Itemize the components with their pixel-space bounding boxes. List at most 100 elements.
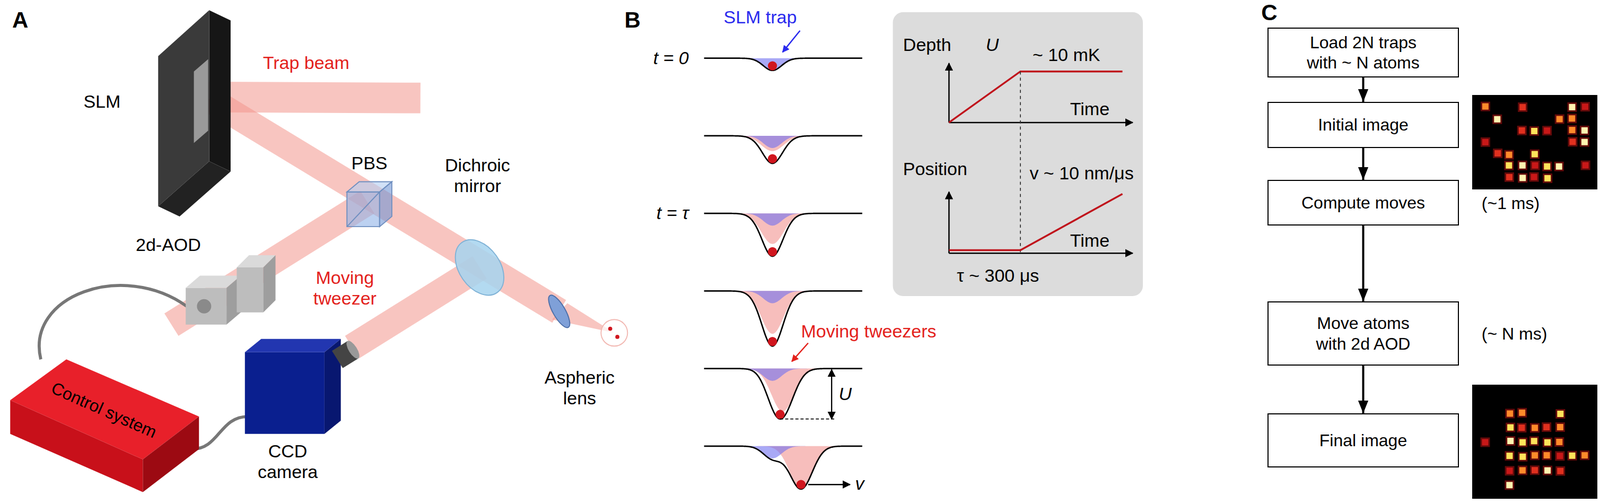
trap-label: Moving tweezers [800, 321, 937, 343]
aod [185, 255, 276, 325]
atom-signal [1506, 481, 1513, 488]
atom-signal [1569, 138, 1576, 145]
axis [948, 121, 1133, 124]
atom-glow [1492, 114, 1502, 125]
timing-note: (~ N ms) [1481, 324, 1548, 344]
flow-arrow [1362, 147, 1365, 180]
symbol-label: U [985, 34, 1000, 56]
atom-signal [1543, 451, 1551, 459]
slm-bottom [158, 161, 231, 217]
image-background [1472, 94, 1598, 190]
aod-aperture [196, 299, 212, 314]
camera-front [245, 352, 325, 434]
atom-signal [1568, 103, 1576, 111]
panel-letter: B [624, 7, 641, 33]
atom-signal [1518, 409, 1526, 416]
axis-label: Depth [903, 34, 952, 56]
total-potential [704, 135, 863, 164]
atom-signal [1519, 439, 1526, 446]
axis [948, 252, 1133, 255]
atom-glow [1529, 149, 1540, 160]
symbol-label: v [854, 473, 864, 494]
atom-glow [1555, 466, 1565, 476]
atom-signal [1555, 163, 1563, 170]
atom-signal [1518, 424, 1525, 431]
box-text: Compute moves [1301, 192, 1425, 213]
atom-signal [1581, 451, 1588, 459]
atom-glow [1504, 150, 1515, 160]
atom-signal [1531, 437, 1538, 444]
atom [608, 326, 613, 331]
atom [767, 154, 777, 164]
axis [948, 191, 950, 253]
atom [767, 60, 777, 71]
atom-glow [1529, 422, 1540, 433]
atom-glow [1542, 161, 1552, 172]
slm [158, 10, 231, 217]
atom-glow [1530, 160, 1541, 171]
tweezer-potential [704, 368, 863, 412]
process-box: Initial image [1267, 101, 1459, 148]
atom-glow [1529, 435, 1540, 446]
atom-glow [1516, 422, 1527, 433]
atom-glow [1542, 450, 1552, 460]
value-label: v ~ 10 nm/μs [1029, 163, 1134, 185]
box-text: Move atoms with 2d AOD [1299, 312, 1428, 354]
trap-beam [208, 97, 421, 99]
atom-glow [1517, 102, 1528, 112]
atom-glow [1542, 173, 1553, 183]
atom-glow [1529, 172, 1540, 182]
atom-glow [1554, 161, 1564, 172]
atom-glow [1554, 436, 1564, 447]
axis-label: Position [903, 159, 968, 180]
atom-signal [1569, 452, 1576, 459]
potential-profile [704, 135, 863, 164]
atom-glow [1517, 407, 1527, 418]
atom-glow [1480, 436, 1490, 447]
atom-glow [1554, 450, 1565, 461]
atom-signal [1519, 453, 1526, 460]
vacuum-focus [600, 319, 628, 346]
pbs-diagonal [346, 191, 380, 227]
slm-potential [704, 135, 863, 148]
atom-signal [1506, 151, 1513, 159]
atom-signal [1568, 115, 1576, 122]
box-text: Initial image [1317, 114, 1409, 135]
depth-curve [948, 71, 1123, 123]
slm-potential [704, 446, 863, 459]
symbol-label: U [838, 383, 853, 405]
part-label: 2d-AOD [135, 234, 201, 256]
slm-potential [704, 368, 863, 381]
atom-glow [1567, 125, 1578, 135]
leader-arrow [791, 343, 809, 362]
atom-signal [1531, 127, 1538, 135]
atom-images [1472, 94, 1598, 499]
atom-signal [1531, 173, 1538, 181]
atom-glow [1517, 437, 1528, 448]
atom-glow [1555, 408, 1565, 419]
part-label: Aspheric lens [539, 366, 620, 409]
atom-glow [1505, 435, 1516, 446]
atom-glow [1480, 101, 1491, 112]
tweezer-potential [704, 135, 863, 152]
atom-signal [1519, 174, 1526, 181]
atom-signal [1518, 127, 1526, 134]
cable [191, 416, 249, 450]
velocity-arrow [808, 483, 851, 486]
camera-lens [331, 338, 362, 369]
axis [948, 63, 950, 123]
timing-note: (~1 ms) [1481, 193, 1540, 213]
flow-arrow [1362, 365, 1365, 414]
box-text: Load 2N traps with ~ N atoms [1299, 32, 1428, 74]
atom-signal [1531, 424, 1538, 431]
atom [796, 479, 806, 489]
flow-arrow [1362, 77, 1365, 102]
potential-profile [704, 213, 863, 257]
atom-signal [1531, 451, 1538, 459]
atom-signal [1544, 175, 1551, 182]
part-label: SLM [83, 91, 121, 113]
pbs-cube [346, 181, 392, 227]
atom-signal [1543, 163, 1551, 170]
atom-signal [1532, 162, 1539, 169]
time-label: t = 0 [653, 47, 689, 69]
